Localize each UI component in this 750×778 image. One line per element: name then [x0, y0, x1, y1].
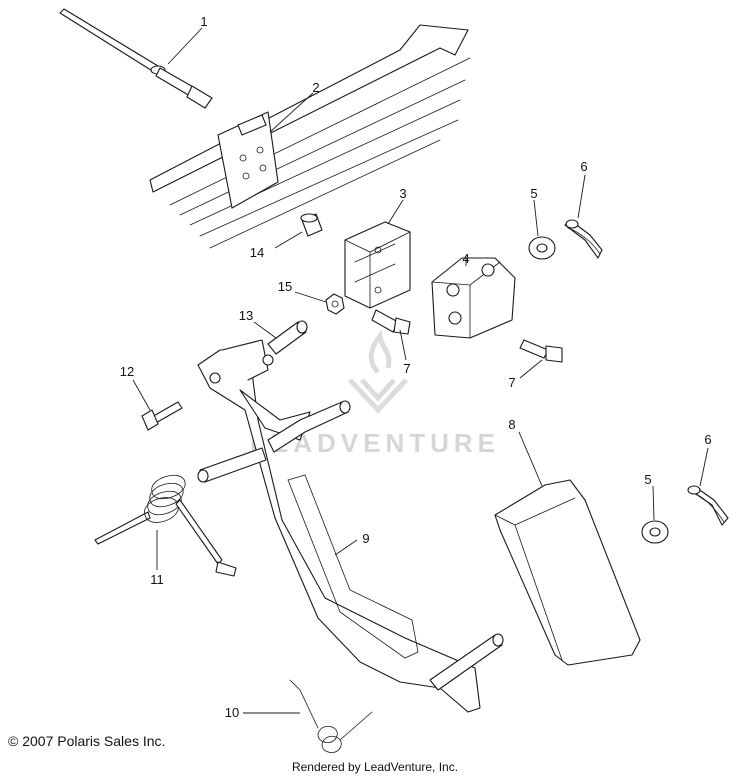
part-6-hair-pin-top [564, 219, 603, 259]
leader-lines [132, 27, 709, 714]
part-2-frame-rail [149, 24, 471, 249]
rendered-by-text: Rendered by LeadVenture, Inc. [291, 760, 459, 774]
callout-12: 12 [120, 364, 134, 379]
part-6-hair-pin-bottom [687, 485, 729, 526]
part-4-cover [431, 257, 516, 339]
callout-7-right: 7 [508, 375, 515, 390]
copyright-text: © 2007 Polaris Sales Inc. [8, 733, 166, 749]
part-14-bolt [300, 213, 323, 237]
callout-9: 9 [362, 531, 369, 546]
part-5-washer-top [528, 236, 556, 260]
part-12-bolt [141, 401, 183, 431]
part-10-spring [289, 679, 373, 753]
callout-5-top: 5 [530, 186, 537, 201]
callout-10: 10 [225, 705, 239, 720]
callout-6-top: 6 [580, 159, 587, 174]
callout-14: 14 [250, 245, 264, 260]
callout-4: 4 [462, 251, 469, 266]
part-3-block [344, 221, 411, 309]
part-15-nut [325, 293, 345, 315]
callout-1: 1 [200, 14, 207, 29]
part-5-washer-bottom [641, 520, 669, 544]
callout-11: 11 [150, 572, 164, 587]
part-1-cable [59, 8, 213, 109]
callout-15: 15 [278, 279, 292, 294]
callout-2: 2 [312, 80, 319, 95]
part-13-sleeve [267, 320, 308, 355]
callout-7-left: 7 [403, 361, 410, 376]
callout-3: 3 [399, 186, 406, 201]
part-8-pedal-pad [494, 479, 641, 666]
part-7-screw-left [371, 309, 411, 335]
callout-13: 13 [239, 308, 253, 323]
part-9-pedal-arm [197, 339, 504, 713]
callout-5-bottom: 5 [644, 472, 651, 487]
part-7-screw-right [519, 339, 563, 363]
callout-6-bottom: 6 [704, 432, 711, 447]
callout-8: 8 [508, 417, 515, 432]
watermark-logo [348, 329, 408, 414]
part-11-spring [94, 474, 237, 577]
